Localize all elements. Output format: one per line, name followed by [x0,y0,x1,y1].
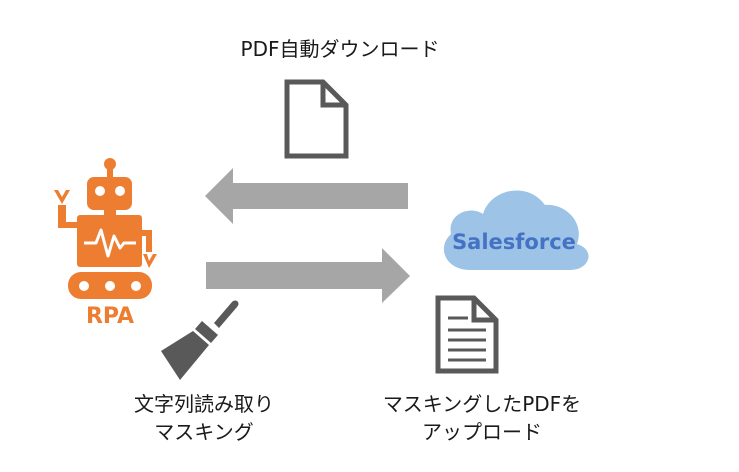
robot-pulse [84,228,136,258]
upload-label: マスキングしたPDFを アップロード [362,390,602,446]
cloud-label: Salesforce [452,230,576,254]
robot-icon [54,158,157,299]
masking-label: 文字列読み取り マスキング [104,390,304,446]
masking-label-line2: マスキング [154,420,254,444]
document-lines-icon [435,295,499,374]
arrow-left [205,168,408,224]
download-label: PDF自動ダウンロード [240,37,440,61]
arrow-right [206,248,410,303]
masking-label-line1: 文字列読み取り [134,392,274,416]
rpa-label: RPA [85,304,135,329]
robot-details [79,186,141,291]
cloud-icon [443,190,589,270]
paint-brush-icon [161,300,239,380]
upload-label-line2: アップロード [422,420,542,444]
document-icon [284,79,349,159]
upload-label-line1: マスキングしたPDFを [382,392,582,416]
